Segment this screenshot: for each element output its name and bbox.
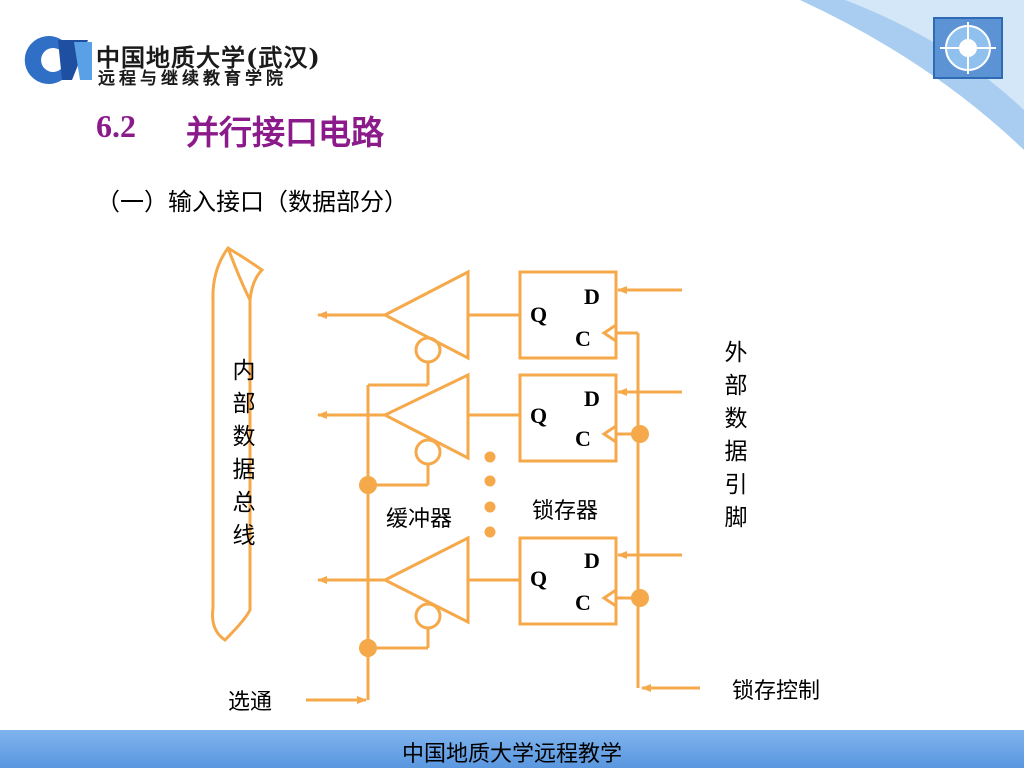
latch-3-c-label: C — [575, 590, 591, 615]
junction-dot — [359, 476, 377, 494]
input-interface-diagram: Q D C Q D C Q D C 内 部 数 据 总 线 外 部 数 据 引 … — [211, 246, 820, 715]
school-name: 中国地质大学(武汉) — [96, 43, 321, 72]
latch-label: 锁存器 — [532, 499, 598, 524]
school-logo-icon — [24, 36, 92, 84]
ellipsis-dot — [484, 501, 496, 513]
buffer-1 — [320, 269, 520, 364]
internal-bus-char: 数 — [233, 424, 256, 450]
school-subtitle: 远程与继续教育学院 — [98, 69, 287, 89]
external-pins-char: 脚 — [725, 505, 748, 531]
ellipsis-dot — [484, 451, 496, 463]
footer-text: 中国地质大学远程教学 — [401, 742, 622, 767]
buffer-3 — [381, 535, 520, 630]
internal-bus-char: 部 — [233, 391, 256, 417]
junction-dot — [631, 589, 649, 607]
latch-2-q-label: Q — [530, 403, 547, 428]
latch-3-q-label: Q — [530, 566, 547, 591]
junction-dot — [631, 425, 649, 443]
external-pins-char: 部 — [725, 373, 748, 399]
internal-bus-char: 内 — [233, 358, 256, 384]
internal-bus-char: 总 — [233, 490, 256, 516]
junction-dot — [359, 639, 377, 657]
footer-bar: 中国地质大学远程教学 — [0, 730, 1024, 768]
buffer-2 — [381, 372, 520, 466]
internal-bus-char: 据 — [233, 457, 256, 483]
latch-1-d-label: D — [584, 284, 600, 309]
latch-3 — [518, 536, 618, 626]
latch-2-c-label: C — [575, 426, 591, 451]
latch-2-d-label: D — [584, 386, 600, 411]
latch-1-q-label: Q — [530, 302, 547, 327]
internal-bus-char: 线 — [233, 523, 256, 549]
latch-3-d-label: D — [584, 548, 600, 573]
latch-1-c-label: C — [575, 326, 591, 351]
external-pins-char: 外 — [725, 340, 748, 366]
section-number: 6.2 — [96, 108, 136, 144]
ellipsis-dot — [484, 526, 496, 538]
ellipsis-dot — [484, 475, 496, 487]
external-pins-char: 数 — [725, 406, 748, 432]
globe-icon — [933, 17, 1003, 79]
latch-1 — [518, 270, 618, 360]
latch-2 — [518, 373, 618, 463]
internal-data-bus — [211, 246, 265, 642]
select-label: 选通 — [228, 690, 272, 715]
buffer-label: 缓冲器 — [386, 507, 452, 532]
slide-subtitle: （一）输入接口（数据部分） — [96, 188, 408, 216]
section-title: 并行接口电路 — [186, 113, 384, 152]
latch-control-label: 锁存控制 — [732, 679, 820, 704]
external-pins-char: 据 — [725, 439, 748, 465]
external-pins-char: 引 — [725, 472, 748, 498]
